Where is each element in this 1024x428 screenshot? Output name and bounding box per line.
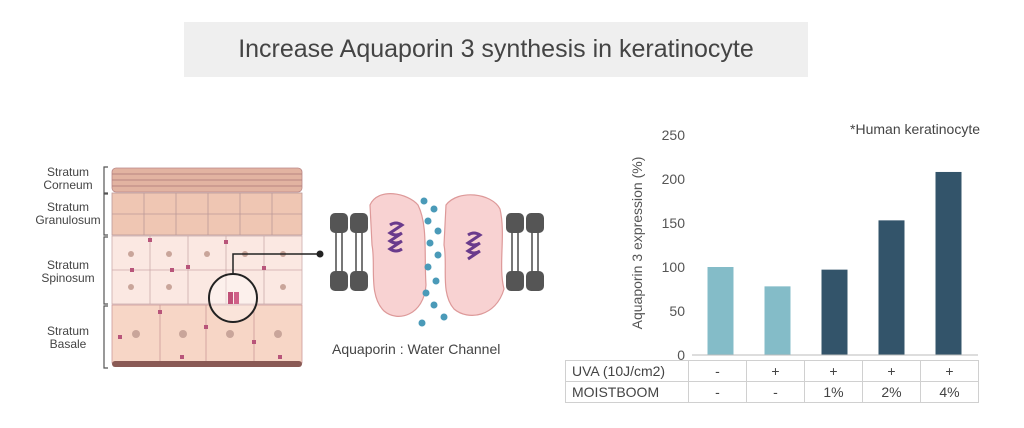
table-cell: +: [804, 360, 863, 382]
stratum-granulosum-layer: [111, 192, 303, 236]
label-stratum-spinosum: Stratum Spinosum: [41, 258, 95, 285]
bars: [707, 171, 962, 355]
y-tick-label: 100: [662, 259, 686, 275]
aquaporin-markers: [118, 238, 282, 359]
stratum-spinosum-layer: [111, 235, 303, 305]
table-cell: +: [746, 360, 805, 382]
table-cell: -: [688, 381, 747, 403]
y-tick-label: 150: [662, 215, 686, 231]
y-tick-label: 200: [662, 171, 686, 187]
lipid-bilayer: [330, 213, 544, 291]
table-cell: +: [920, 360, 979, 382]
y-axis-ticks: 0 50 100 150 200 250: [662, 127, 686, 363]
aquaporin-protein: [369, 193, 505, 317]
aquaporin-illustration: [330, 193, 544, 327]
y-axis-label: Aquaporin 3 expression (%): [629, 157, 645, 330]
table-cell: -: [688, 360, 747, 382]
label-stratum-corneum: Stratum Corneum: [43, 165, 93, 192]
bar: [821, 269, 848, 355]
stratum-basale-layer: [111, 304, 303, 367]
table-cell: -: [746, 381, 805, 403]
table-row: MOISTBOOM - - 1% 2% 4%: [565, 381, 979, 403]
y-tick-label: 250: [662, 127, 686, 143]
label-stratum-basale: Stratum Basale: [46, 324, 89, 351]
table-cell: +: [862, 360, 921, 382]
page-title: Increase Aquaporin 3 synthesis in kerati…: [238, 35, 754, 63]
table-cell: 1%: [804, 381, 863, 403]
skin-illustration: [103, 166, 324, 369]
magnifier-icon: [208, 250, 324, 323]
label-stratum-granulosum: Stratum Granulosum: [35, 200, 101, 227]
table-cell: 2%: [862, 381, 921, 403]
bar: [935, 171, 962, 355]
table-cell: 4%: [920, 381, 979, 403]
row-label-moistboom: MOISTBOOM: [565, 381, 689, 403]
bar: [878, 220, 905, 355]
chart-annotation: *Human keratinocyte: [850, 121, 980, 137]
condition-table: UVA (10J/cm2) - + + + + MOISTBOOM - - 1%…: [565, 360, 979, 403]
stratum-corneum-layer: [111, 167, 303, 193]
layer-brackets: [103, 166, 108, 369]
bar: [707, 267, 734, 355]
water-molecules: [418, 197, 448, 327]
bar-chart: *Human keratinocyte Aquaporin 3 expressi…: [629, 121, 980, 363]
title-box: Increase Aquaporin 3 synthesis in kerati…: [184, 22, 808, 77]
y-tick-label: 0: [677, 347, 685, 363]
y-tick-label: 50: [669, 303, 685, 319]
bar: [764, 286, 791, 355]
aquaporin-caption: Aquaporin : Water Channel: [332, 341, 501, 357]
table-row: UVA (10J/cm2) - + + + +: [565, 360, 979, 382]
row-label-uva: UVA (10J/cm2): [565, 360, 689, 382]
